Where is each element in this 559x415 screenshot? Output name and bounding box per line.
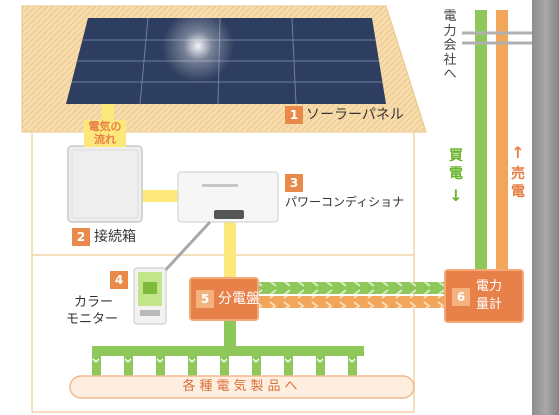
power-wires bbox=[462, 31, 532, 45]
label-flow-of-electricity: 電気の 流れ bbox=[84, 120, 126, 148]
number-badge-solar-panel: 1 bbox=[285, 106, 303, 124]
power-meter bbox=[444, 269, 524, 323]
label-appliances: 各種電気製品へ bbox=[182, 379, 302, 394]
label-distribution-board: 分電盤 bbox=[218, 291, 260, 307]
appliance-lines bbox=[92, 320, 364, 376]
sell-arrow-icon: ↑ bbox=[511, 143, 525, 162]
label-color-monitor-line2: モニター bbox=[66, 312, 119, 327]
number-badge-power-conditioner: 3 bbox=[285, 174, 303, 192]
buy-arrow-icon: ↓ bbox=[449, 186, 463, 205]
color-monitor bbox=[133, 267, 167, 325]
solar-panel bbox=[66, 10, 386, 105]
number-badge-distribution-board: 5 bbox=[200, 292, 210, 306]
label-sell: 売 電 bbox=[511, 166, 525, 200]
label-junction-box: 接続箱 bbox=[94, 229, 136, 245]
label-meter-line2: 量計 bbox=[476, 297, 503, 312]
appliances-banner bbox=[69, 375, 415, 399]
distribution-board bbox=[189, 277, 259, 321]
number-badge-color-monitor: 4 bbox=[110, 271, 128, 289]
grid-flow-lines bbox=[255, 10, 508, 308]
junction-box bbox=[67, 145, 143, 223]
utility-pole bbox=[532, 0, 559, 415]
label-meter-line1: 電力 bbox=[476, 279, 503, 294]
label-color-monitor-line1: カラー bbox=[74, 295, 114, 310]
power-conditioner bbox=[158, 171, 279, 278]
number-badge-junction-box: 2 bbox=[72, 228, 90, 246]
label-buy: 買 電 bbox=[449, 148, 463, 182]
label-power-conditioner: パワーコンディショナ bbox=[285, 195, 405, 209]
label-solar-panel: ソーラーパネル bbox=[306, 107, 404, 123]
number-badge-meter: 6 bbox=[456, 290, 466, 304]
label-to-power-company: 電 力 会 社 へ bbox=[443, 9, 457, 83]
